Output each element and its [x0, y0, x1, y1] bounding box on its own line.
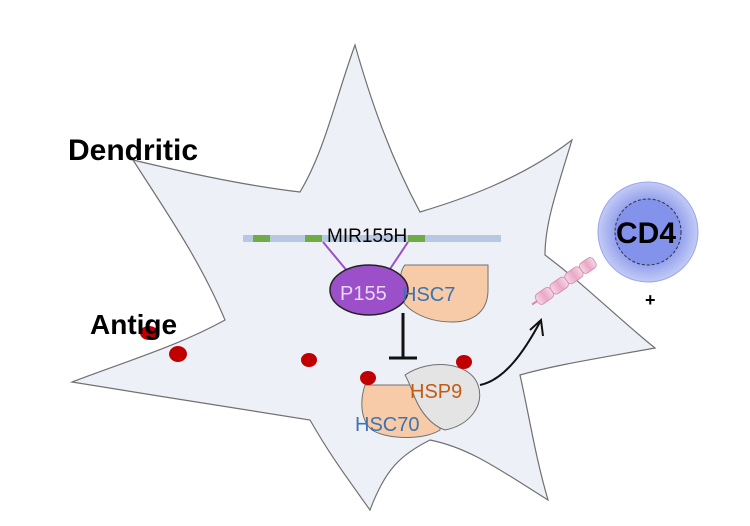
transport-arrow-head — [529, 317, 544, 337]
gene-link-line — [322, 241, 349, 273]
hsp9-protein — [404, 364, 481, 431]
dna-segment — [305, 235, 322, 242]
plus-label: + — [645, 290, 656, 310]
gene-label: MIR155H — [327, 226, 407, 247]
gene-link-line — [387, 241, 409, 273]
dna-segment — [253, 235, 270, 242]
dendritic-label: Dendritic — [68, 134, 198, 167]
p155-protein — [329, 264, 409, 316]
dna-segment — [408, 235, 425, 242]
hsc70-label: HSC70 — [355, 414, 419, 436]
antigen-dot — [360, 371, 376, 385]
antigen-dot — [301, 353, 317, 367]
antigen-label: Antige — [90, 309, 177, 340]
hsc7-label: HSC7 — [402, 284, 455, 306]
transport-arrow — [479, 321, 541, 386]
hsp9-label: HSP9 — [410, 381, 462, 403]
antigen-dot — [169, 346, 187, 362]
p155-label: P155 — [340, 283, 387, 305]
cd4-cell-inner — [614, 198, 682, 266]
antigen-dot — [456, 355, 472, 369]
antigen-dot — [140, 326, 158, 340]
dna-strand — [243, 235, 501, 242]
mhc-receptor — [531, 257, 597, 306]
cd4-label: CD4 — [616, 217, 676, 250]
